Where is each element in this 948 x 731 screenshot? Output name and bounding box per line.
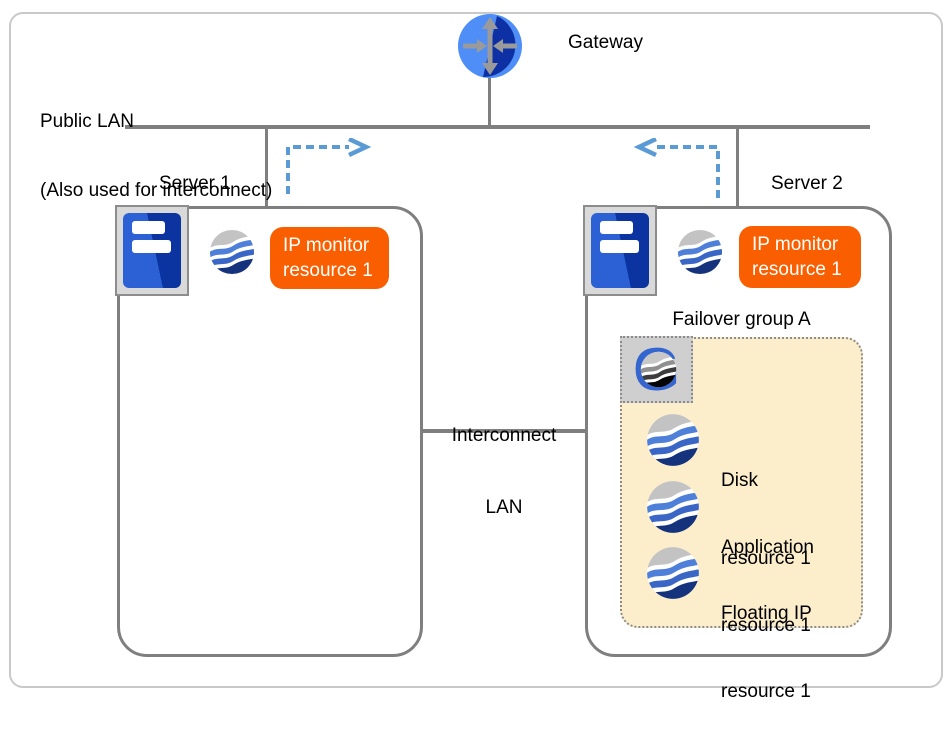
group-sphere-icon xyxy=(640,351,677,388)
server1-name-label: Server 1 xyxy=(159,173,231,194)
public-lan-label-line1: Public LAN xyxy=(40,111,134,132)
floating-ip-resource-label: Floating IP resource 1 xyxy=(721,549,812,731)
badge-line2: resource 1 xyxy=(283,260,373,281)
gateway-drop-line xyxy=(488,78,491,127)
public-lan-label: Public LAN (Also used for interconnect) xyxy=(40,64,272,225)
server-icon-body xyxy=(591,213,649,288)
badge-line2: resource 1 xyxy=(752,259,842,280)
interconnect-lan-label: Interconnect LAN xyxy=(423,376,585,544)
failover-group-label: Failover group A xyxy=(672,309,811,330)
disk-resource-label: Disk resource 1 xyxy=(721,416,811,598)
server1-drop-line xyxy=(265,129,268,207)
gateway-router-icon xyxy=(458,14,522,78)
server-icon-slot xyxy=(600,221,633,234)
server2-drop-line xyxy=(736,129,739,207)
diagram-frame xyxy=(9,12,943,688)
resource-label-line2: resource 1 xyxy=(721,681,811,702)
server-icon-body xyxy=(123,213,181,288)
server2-resource-sphere-icon xyxy=(677,229,723,275)
failover-group-icon: G xyxy=(620,336,693,403)
application-resource-label: Application resource 1 xyxy=(721,483,814,665)
server-icon-slot xyxy=(132,240,171,253)
server-icon-slot xyxy=(600,240,639,253)
application-resource-sphere-icon xyxy=(646,480,700,534)
server1-resource-sphere-icon xyxy=(209,229,255,275)
resource-label-line1: Floating IP xyxy=(721,603,812,624)
server1-server-icon xyxy=(115,205,189,296)
server-icon-slot xyxy=(132,221,165,234)
resource-label-line2: resource 1 xyxy=(721,548,811,569)
public-lan-label-line2: (Also used for interconnect) xyxy=(40,180,273,201)
badge-line1: IP monitor xyxy=(283,235,370,256)
server2-name-label: Server 2 xyxy=(771,173,843,194)
resource-label-line2: resource 1 xyxy=(721,615,811,636)
server2-server-icon xyxy=(583,205,657,296)
server2-ip-monitor-badge: IP monitor resource 1 xyxy=(739,226,861,288)
resource-label-line1: Application xyxy=(721,537,814,558)
resource-label-line1: Disk xyxy=(721,470,758,491)
floating-ip-resource-sphere-icon xyxy=(646,546,700,600)
interconnect-lan-line1: Interconnect xyxy=(451,425,557,446)
interconnect-lan-line2: LAN xyxy=(485,497,523,518)
dashed-arrow-left-icon xyxy=(633,138,720,198)
public-lan-bus-line xyxy=(125,125,870,129)
gateway-label: Gateway xyxy=(568,32,643,53)
server1-ip-monitor-badge: IP monitor resource 1 xyxy=(270,227,389,289)
badge-line1: IP monitor xyxy=(752,234,839,255)
disk-resource-sphere-icon xyxy=(646,413,700,467)
dashed-arrow-right-icon xyxy=(286,138,372,194)
interconnect-line xyxy=(423,429,585,433)
